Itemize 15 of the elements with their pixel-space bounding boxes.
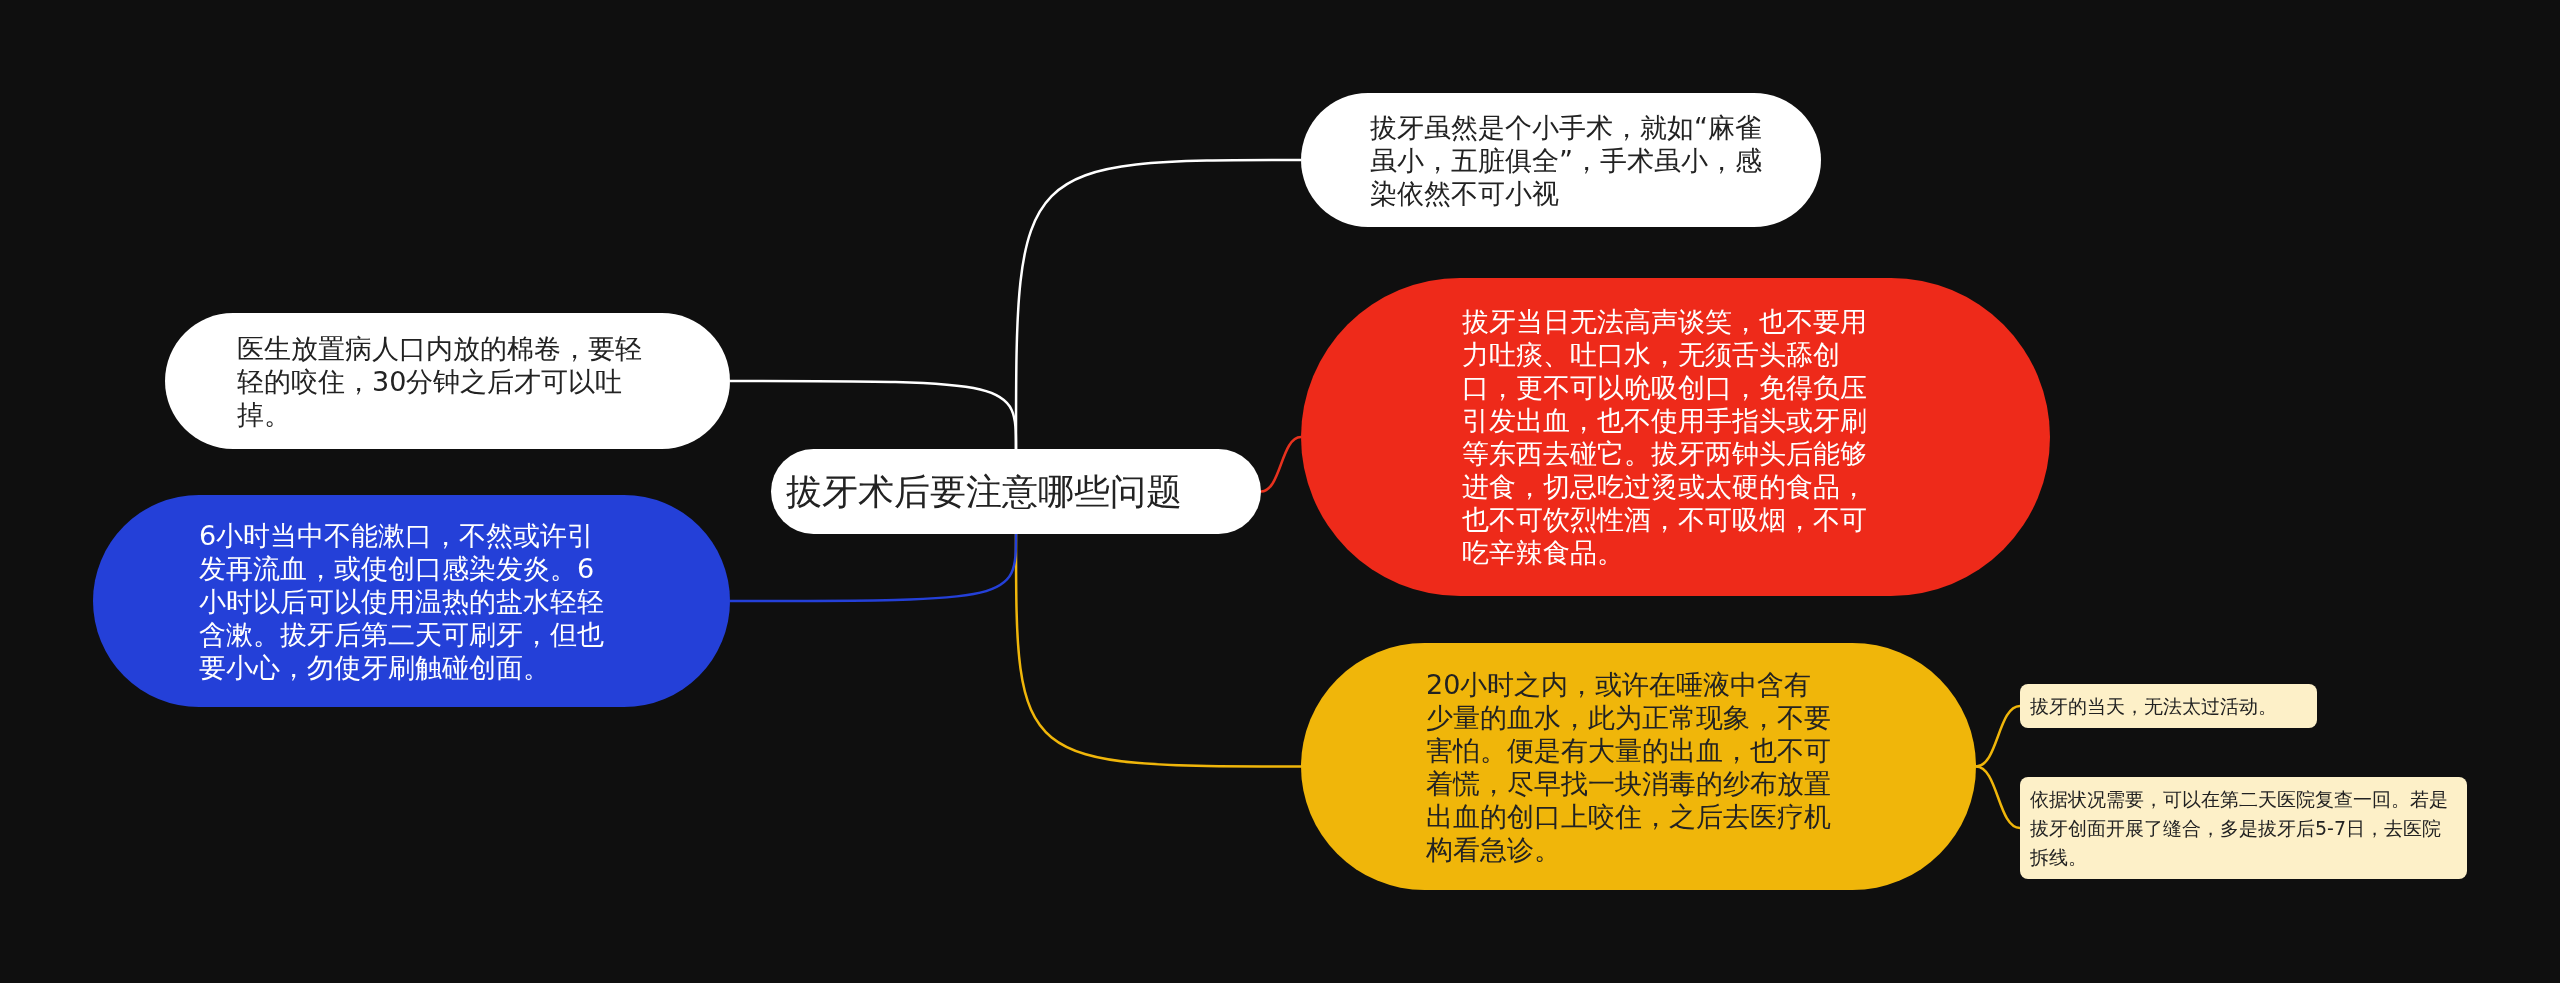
connector-line [730,379,1018,449]
note-card [2020,777,2467,879]
topic-text: 拔牙虽然是个小手术，就如“麻雀虽小，五脏俱全”，手术虽小，感染依然不可小视 [1370,110,1763,210]
topic-text: 拔牙的当天，无法太过活动。 [2030,694,2278,719]
topic-text: 依据状况需要，可以在第二天医院复查一回。若是拔牙创面开展了缝合，多是拔牙后5-7日，去医院拆线。 [2030,786,2449,870]
connector-line [1975,765,2021,830]
topic-text: 拔牙当日无法高声谈笑，也不要用力吐痰、吐口水，无须舌头舔创口，更不可以吮吸创口，免得负压引发出血，也不使用手指头或牙刷等东西去碰它。拔牙两钟头后能够进食，切忌吃过烫或太硬的食品，也不可饮烈性酒，不可吸烟，不可吃辛辣食品。 [1462,305,1868,569]
topic-text: 医生放置病人口内放的棉卷，要轻轻的咬住，30分钟之后才可以吐掉。 [237,331,643,431]
topic-text: 20小时之内，或许在唾液中含有少量的血水，此为正常现象，不要害怕。便是有大量的出血，也不可着慌，尽早找一块消毒的纱布放置出血的创口上咬住，之后去医疗机构看急诊。 [1426,667,1832,866]
connector-line [730,534,1018,603]
note-card [2020,684,2317,728]
topic-text: 拔牙术后要注意哪些问题 [786,469,1183,514]
connector-line [1975,704,2021,768]
topic-text: 6小时当中不能漱口，不然或许引发再流血，或使创口感染发炎。6小时以后可以使用温热的盐水轻轻含漱。拔牙后第二天可刷牙，但也要小心，勿使牙刷触碰创面。 [199,518,605,684]
connector-line [1260,435,1302,493]
